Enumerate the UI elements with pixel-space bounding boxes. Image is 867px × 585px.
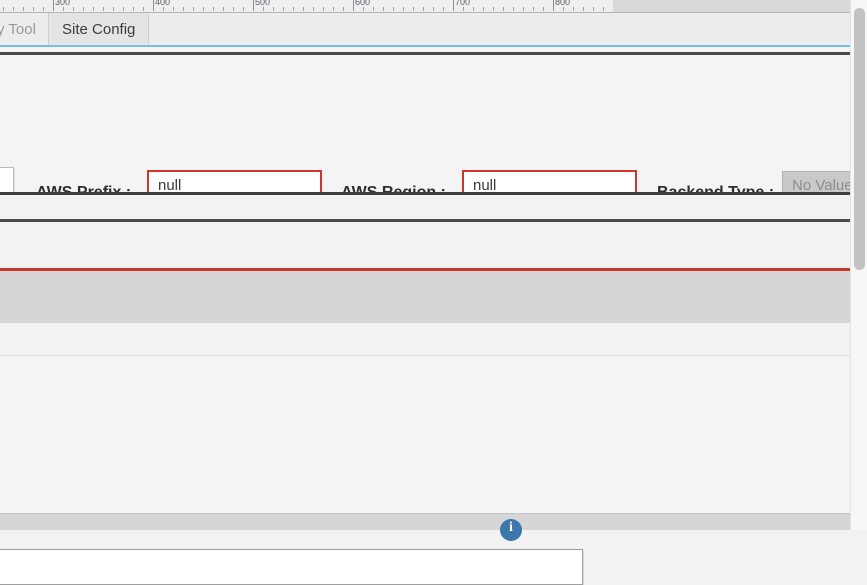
ruler-minor-tick [3,7,4,11]
vertical-scrollbar-track[interactable] [850,0,867,530]
site-config-form-panel: AWS Prefix : null AWS Region : null Back… [0,55,867,216]
ruler-minor-tick [243,7,244,11]
ruler-minor-tick [293,7,294,11]
ruler-minor-tick [93,7,94,11]
divider-top [0,52,867,55]
ruler-minor-tick [563,7,564,11]
tab-site-config[interactable]: Site Config [48,13,150,47]
ruler-minor-tick [593,7,594,11]
ruler-label: 300 [55,0,71,7]
ruler-minor-tick [423,7,424,11]
ruler-minor-tick [83,7,84,11]
ruler-major-tick [553,0,554,11]
ruler-minor-tick [263,7,264,11]
ruler-minor-tick [13,7,14,11]
ruler-major-tick [453,0,454,11]
horizontal-ruler: 300 400 500 600 700 800 [0,0,867,13]
info-icon-glyph: i [509,520,513,535]
ruler-minor-tick [543,7,544,11]
ruler-minor-tick [343,7,344,11]
content-band [0,222,867,269]
ruler-minor-tick [473,7,474,11]
ruler-minor-tick [483,7,484,11]
ruler-minor-tick [373,7,374,11]
vertical-scrollbar-thumb[interactable] [854,8,865,270]
bottom-status-bar [0,513,867,530]
ruler-minor-tick [513,7,514,11]
page-body [0,356,867,513]
ruler-minor-tick [523,7,524,11]
divider-mid-2 [0,219,867,222]
ruler-minor-tick [183,7,184,11]
ruler-minor-tick [223,7,224,11]
ruler-minor-tick [463,7,464,11]
ruler-minor-tick [133,7,134,11]
ruler-minor-tick [283,7,284,11]
divider-mid-1 [0,192,867,195]
ruler-minor-tick [63,7,64,11]
ruler-minor-tick [163,7,164,11]
ruler-minor-tick [113,7,114,11]
lower-panel [0,323,867,356]
tab-strip: y Tool Site Config [0,13,867,47]
input-band [0,271,867,585]
ruler-minor-tick [73,7,74,11]
ruler-minor-tick [303,7,304,11]
ruler-minor-tick [493,7,494,11]
info-icon[interactable]: i [500,519,522,541]
ruler-label: 600 [355,0,371,7]
ruler-minor-tick [203,7,204,11]
ruler-inactive-region [613,0,867,13]
tab-strip-shadow [0,47,867,52]
ruler-label: 700 [455,0,471,7]
ruler-minor-tick [33,7,34,11]
wide-text-input[interactable] [0,549,583,585]
ruler-label: 800 [555,0,571,7]
active-tab-underline [0,45,867,47]
ruler-minor-tick [433,7,434,11]
ruler-minor-tick [193,7,194,11]
ruler-major-tick [153,0,154,11]
ruler-minor-tick [393,7,394,11]
ruler-minor-tick [583,7,584,11]
ruler-minor-tick [383,7,384,11]
ruler-minor-tick [363,7,364,11]
ruler-major-tick [353,0,354,11]
ruler-minor-tick [43,7,44,11]
ruler-minor-tick [23,7,24,11]
error-divider [0,268,867,271]
ruler-minor-tick [213,7,214,11]
ruler-minor-tick [603,7,604,11]
ruler-label: 400 [155,0,171,7]
ruler-minor-tick [323,7,324,11]
ruler-major-tick [53,0,54,11]
ruler-minor-tick [533,7,534,11]
ruler-active-region: 300 400 500 600 700 800 [0,0,613,13]
ruler-minor-tick [233,7,234,11]
ruler-minor-tick [123,7,124,11]
ruler-minor-tick [273,7,274,11]
ruler-minor-tick [403,7,404,11]
ruler-minor-tick [173,7,174,11]
ruler-minor-tick [443,7,444,11]
ruler-minor-tick [103,7,104,11]
ruler-label: 500 [255,0,271,7]
ruler-major-tick [253,0,254,11]
ruler-minor-tick [143,7,144,11]
tab-deploy-tool[interactable]: y Tool [0,13,50,47]
toolbar-band-upper [0,195,867,219]
ruler-minor-tick [313,7,314,11]
ruler-minor-tick [333,7,334,11]
ruler-minor-tick [413,7,414,11]
ruler-minor-tick [573,7,574,11]
ruler-minor-tick [503,7,504,11]
